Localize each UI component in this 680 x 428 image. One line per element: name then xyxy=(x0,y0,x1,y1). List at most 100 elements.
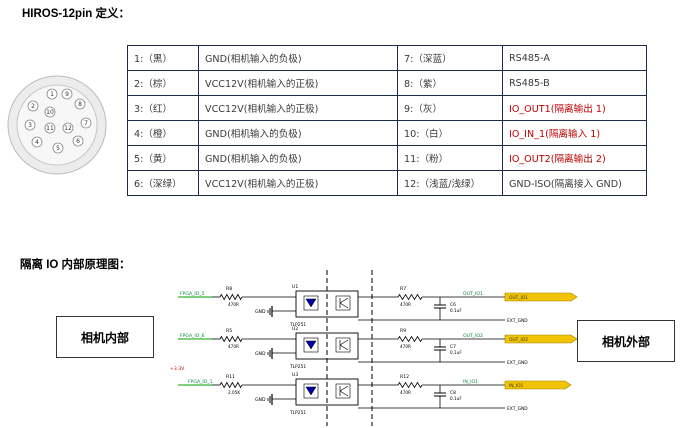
resistor-input xyxy=(219,335,243,343)
ext-gnd-label: EXT_GND xyxy=(507,318,528,324)
gnd-label: GND xyxy=(255,397,266,403)
svg-text:6: 6 xyxy=(76,138,80,145)
net-input-label: FPGA_IO_1 xyxy=(188,379,213,385)
optocoupler-ref: U3 xyxy=(292,372,298,378)
svg-text:10: 10 xyxy=(46,109,54,116)
resistor-input-value: 470R xyxy=(228,302,239,307)
connector-pin-1: 1 xyxy=(46,88,58,100)
pin-number-left: 5:（黄） xyxy=(127,145,199,171)
resistor-output xyxy=(397,381,423,389)
optocoupler-part: TLP251 xyxy=(289,410,306,416)
connector-pin-2: 2 xyxy=(27,100,39,112)
pin-description-left: GND(相机输入的负极) xyxy=(198,120,398,146)
resistor-output-ref: R7 xyxy=(400,286,406,292)
pin-number-left: 1:（黑） xyxy=(127,45,199,71)
optocoupler-part: TLP251 xyxy=(289,364,306,370)
pin-row: 6:（深绿）VCC12V(相机输入的正极)12:（浅蓝/浅绿）GND-ISO(隔… xyxy=(127,170,647,196)
gnd-label: GND xyxy=(255,309,266,315)
resistor-input-value: 2.05K xyxy=(228,390,240,395)
svg-text:2: 2 xyxy=(31,103,35,110)
capacitor-ref: C8 xyxy=(450,390,456,396)
capacitor-value: 0.1uF xyxy=(450,350,462,355)
pin-number-right: 11:（粉） xyxy=(397,145,503,171)
pin-number-right: 8:（紫） xyxy=(397,70,503,96)
resistor-input-ref: R8 xyxy=(226,286,232,292)
optocoupler-transistor-box xyxy=(335,383,351,399)
pin-number-right: 12:（浅蓝/浅绿） xyxy=(397,170,503,196)
pin-description-right: IO_IN_1(隔离输入 1) xyxy=(502,120,647,146)
connector-pin-11: 11 xyxy=(44,122,56,134)
capacitor-value: 0.1uF xyxy=(450,396,462,401)
optocoupler-led-box xyxy=(303,337,319,353)
resistor-output-value: 470R xyxy=(400,302,411,307)
resistor-input xyxy=(219,293,243,301)
pin-description-left: VCC12V(相机输入的正极) xyxy=(198,170,398,196)
transistor-icon xyxy=(339,339,349,351)
resistor-output-ref: R12 xyxy=(400,374,409,380)
optocoupler-ref: U1 xyxy=(292,284,298,290)
pin-description-left: GND(相机输入的负极) xyxy=(198,45,398,71)
optocoupler-ref: U2 xyxy=(292,326,298,332)
svg-text:11: 11 xyxy=(46,125,54,132)
net-input-label: FPGA_IO_5 xyxy=(180,291,205,297)
optocoupler-body xyxy=(295,290,359,318)
pin-description-right: GND-ISO(隔离接入 GND) xyxy=(502,170,647,196)
pin-description-right: RS485-B xyxy=(502,70,647,96)
connector-pin-4: 4 xyxy=(31,136,43,148)
pin-description-right: RS485-A xyxy=(502,45,647,71)
svg-text:12: 12 xyxy=(64,125,72,132)
pin-row: 2:（棕）VCC12V(相机输入的正极)8:（紫）RS485-B xyxy=(127,70,647,96)
resistor-output xyxy=(397,293,423,301)
resistor-input xyxy=(219,381,243,389)
gnd-label: GND xyxy=(255,351,266,357)
camera-inside-label: 相机内部 xyxy=(56,316,154,358)
io-port-label: IN_IO1 xyxy=(509,383,524,389)
svg-text:3: 3 xyxy=(28,122,32,129)
led-icon xyxy=(305,340,317,350)
camera-outside-label: 相机外部 xyxy=(577,320,675,362)
pin-row: 5:（黄）GND(相机输入的负极)11:（粉）IO_OUT2(隔离输出 2) xyxy=(127,145,647,171)
pin-number-left: 2:（棕） xyxy=(127,70,199,96)
resistor-output xyxy=(397,335,423,343)
pin-number-right: 10:（白） xyxy=(397,120,503,146)
connector-pin-5: 5 xyxy=(52,142,64,154)
optocoupler-led-box xyxy=(303,383,319,399)
connector-pin-10: 10 xyxy=(44,106,56,118)
connector-pin-12: 12 xyxy=(62,122,74,134)
resistor-output-ref: R9 xyxy=(400,328,406,334)
ext-gnd-label: EXT_GND xyxy=(507,360,528,366)
page-title: HIROS-12pin 定义： xyxy=(22,8,130,20)
connector-diagram: 1 2 3 4 5 6 7 8 9 10 11 12 xyxy=(7,75,107,175)
connector-pin-8: 8 xyxy=(74,98,86,110)
io-port xyxy=(504,292,578,302)
pin-row: 4:（橙）GND(相机输入的负极)10:（白）IO_IN_1(隔离输入 1) xyxy=(127,120,647,146)
svg-text:9: 9 xyxy=(65,91,69,98)
optocoupler-led-box xyxy=(303,295,319,311)
pin-row: 3:（红）VCC12V(相机输入的正极)9:（灰）IO_OUT1(隔离输出 1) xyxy=(127,95,647,121)
transistor-icon xyxy=(339,385,349,397)
resistor-input-ref: R11 xyxy=(226,374,235,380)
section-title: 隔离 IO 内部原理图： xyxy=(20,259,131,271)
pin-description-right: IO_OUT1(隔离输出 1) xyxy=(502,95,647,121)
pin-number-right: 7:（深蓝） xyxy=(397,45,503,71)
svg-text:1: 1 xyxy=(50,91,54,98)
pin-number-left: 4:（橙） xyxy=(127,120,199,146)
transistor-icon xyxy=(339,297,349,309)
led-icon xyxy=(305,386,317,396)
optocoupler-body xyxy=(295,378,359,406)
resistor-input-value: 470R xyxy=(228,344,239,349)
supply-label: +3.3V xyxy=(170,366,185,372)
net-output-label: OUT_IO2 xyxy=(463,333,483,339)
resistor-output-value: 470R xyxy=(400,344,411,349)
pin-number-left: 3:（红） xyxy=(127,95,199,121)
net-output-label: OUT_IO1 xyxy=(463,291,483,297)
connector-pin-3: 3 xyxy=(24,119,36,131)
ext-gnd-label: EXT_GND xyxy=(507,406,528,412)
led-icon xyxy=(305,298,317,308)
pin-number-left: 6:（深绿） xyxy=(127,170,199,196)
optocoupler-transistor-box xyxy=(335,337,351,353)
svg-text:7: 7 xyxy=(84,120,88,127)
capacitor-value: 0.1uF xyxy=(450,308,462,313)
pin-row: 1:（黑）GND(相机输入的负极)7:（深蓝）RS485-A xyxy=(127,45,647,71)
